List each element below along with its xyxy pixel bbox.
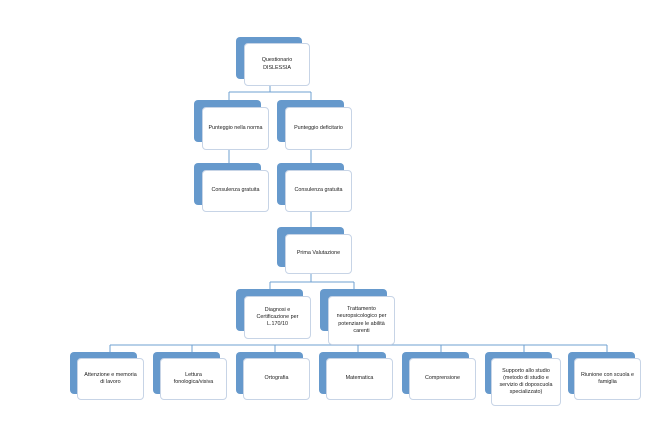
node-label: Consulenza gratuita <box>285 170 352 212</box>
node-label: Prima Valutazione <box>285 234 352 274</box>
node-label: Ortografia <box>243 358 310 400</box>
node-label: Supporto allo studio (metodo di studio e… <box>491 358 561 406</box>
node-label: Matematica <box>326 358 393 400</box>
node-label: Lettura fonologica/visiva <box>160 358 227 400</box>
node-label: Comprensione <box>409 358 476 400</box>
node-label: Riunione con scuola e famiglia <box>574 358 641 400</box>
node-label: Consulenza gratuita <box>202 170 269 212</box>
node-label: Trattamento neuropsicologico per potenzi… <box>328 296 395 345</box>
node-label: Attenzione e memoria di lavoro <box>77 358 144 400</box>
node-label: Punteggio nella norma <box>202 107 269 150</box>
node-label: Diagnosi e Certificazione per L.170/10 <box>244 296 311 339</box>
node-label: Punteggio deficitario <box>285 107 352 150</box>
node-label: Questionario DISLESSIA <box>244 43 310 86</box>
